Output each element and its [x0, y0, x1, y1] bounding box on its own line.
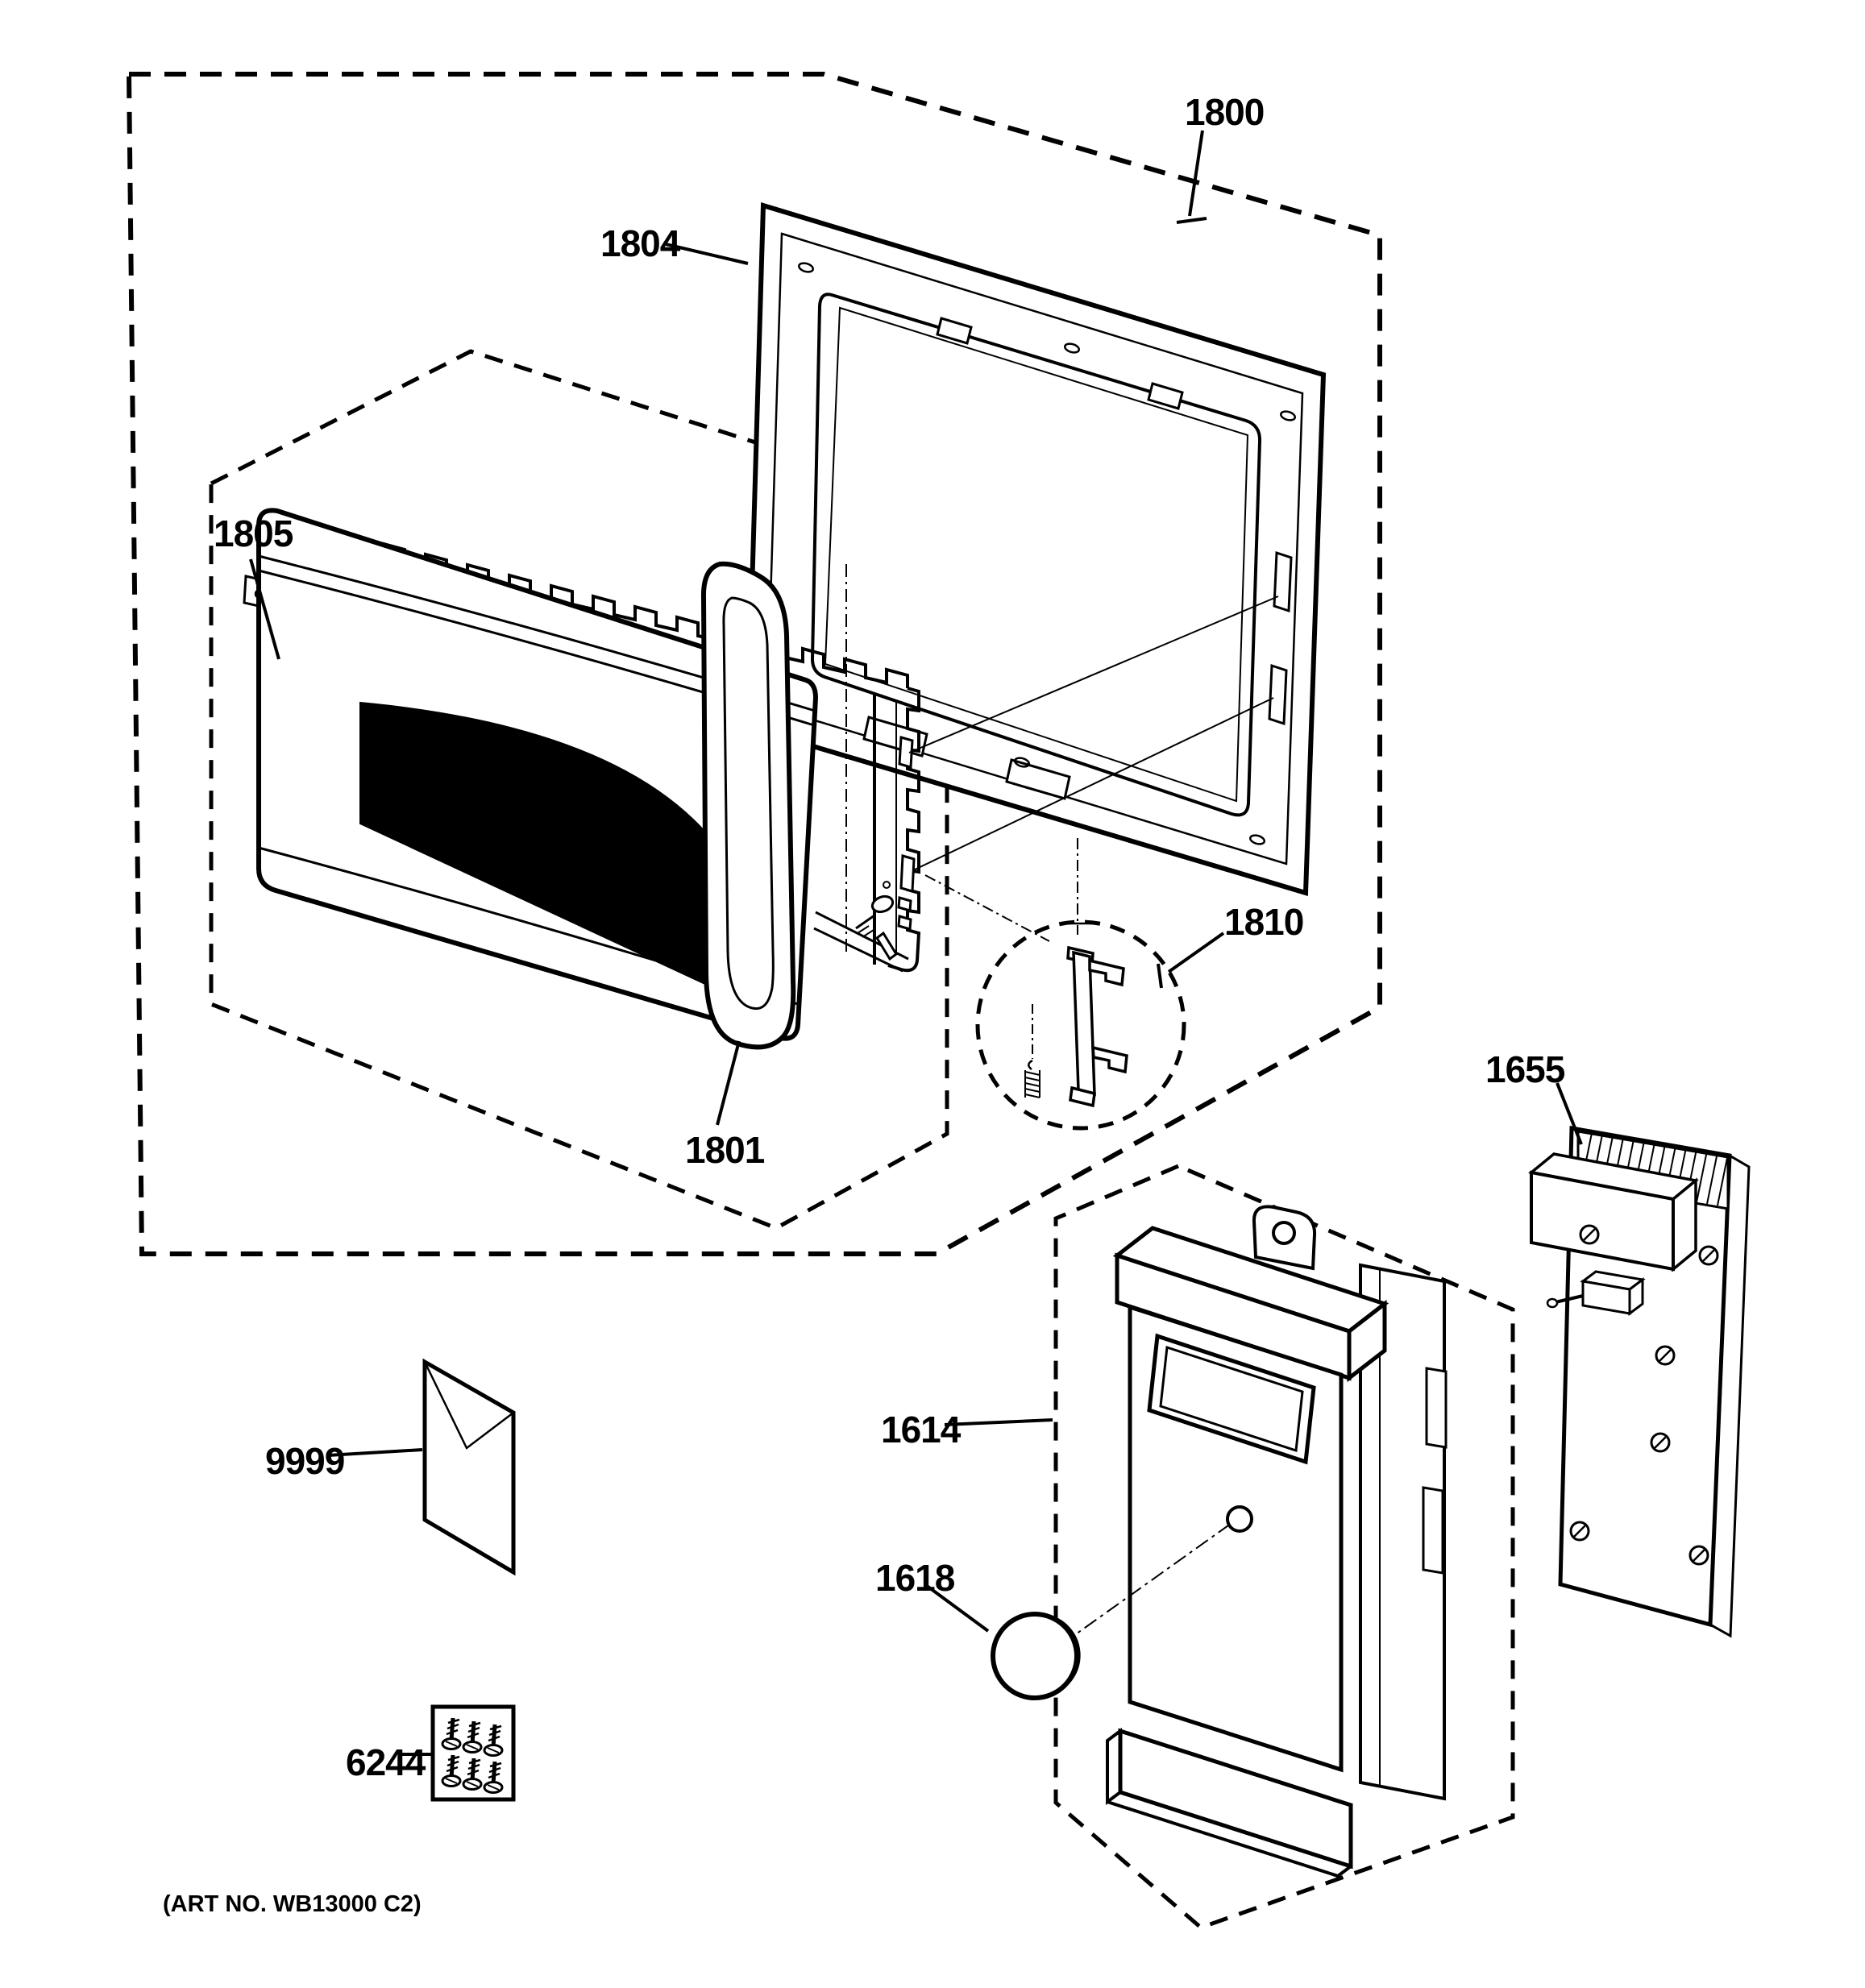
leader-1800 — [1188, 130, 1204, 217]
art-number: (ART NO. WB13000 C2) — [163, 1891, 422, 1917]
leader-9999 — [327, 1448, 423, 1457]
callout-1805: 1805 — [214, 513, 293, 554]
callout-6244: 6244 — [346, 1741, 426, 1783]
callout-1810: 1810 — [1224, 901, 1303, 943]
leader-1805 — [249, 558, 280, 660]
door-panel-1801 — [256, 508, 819, 1050]
callout-1614: 1614 — [881, 1409, 962, 1451]
knob-shaft-hole — [1226, 1505, 1253, 1533]
smart-board-1655 — [1527, 1126, 1751, 1638]
callout-labels: 1800 1804 1805 1801 1810 1655 1614 1618 … — [214, 91, 1566, 1783]
leader-1614 — [944, 1418, 1053, 1426]
callout-1804: 1804 — [600, 222, 681, 264]
screw-kit-6244 — [430, 1704, 516, 1802]
callout-1655: 1655 — [1485, 1048, 1565, 1090]
leader-1618 — [925, 1584, 990, 1633]
leader-1801 — [716, 1040, 741, 1126]
control-panel-boundary-1614 — [1053, 1164, 1515, 1930]
door-screw — [855, 881, 895, 938]
door-handle — [700, 561, 796, 1050]
callout-1800: 1800 — [1185, 91, 1264, 133]
callout-9999: 9999 — [265, 1440, 344, 1482]
callout-leaders — [249, 130, 1583, 1756]
leader-1804 — [665, 243, 749, 265]
assembly-boundary-1800 — [126, 72, 1382, 1256]
leader-1655 — [1556, 1082, 1583, 1145]
latch-spring — [1024, 1004, 1040, 1098]
leader-tick-1800 — [1176, 217, 1207, 224]
callout-1618: 1618 — [875, 1557, 955, 1599]
latch-detail-1810 — [924, 838, 1186, 1131]
literature-envelope-9999 — [422, 1358, 516, 1576]
callout-1801: 1801 — [685, 1129, 765, 1171]
toggle-switch — [1546, 1270, 1646, 1316]
leader-tick-1810 — [1157, 963, 1163, 989]
control-panel-1614 — [1106, 1205, 1448, 1878]
door-sub-assembly-boundary-1805 — [209, 349, 949, 1231]
outer-door-frame-1804 — [745, 201, 1327, 896]
leader-1810 — [1167, 932, 1225, 973]
knob-1618 — [991, 1525, 1229, 1700]
